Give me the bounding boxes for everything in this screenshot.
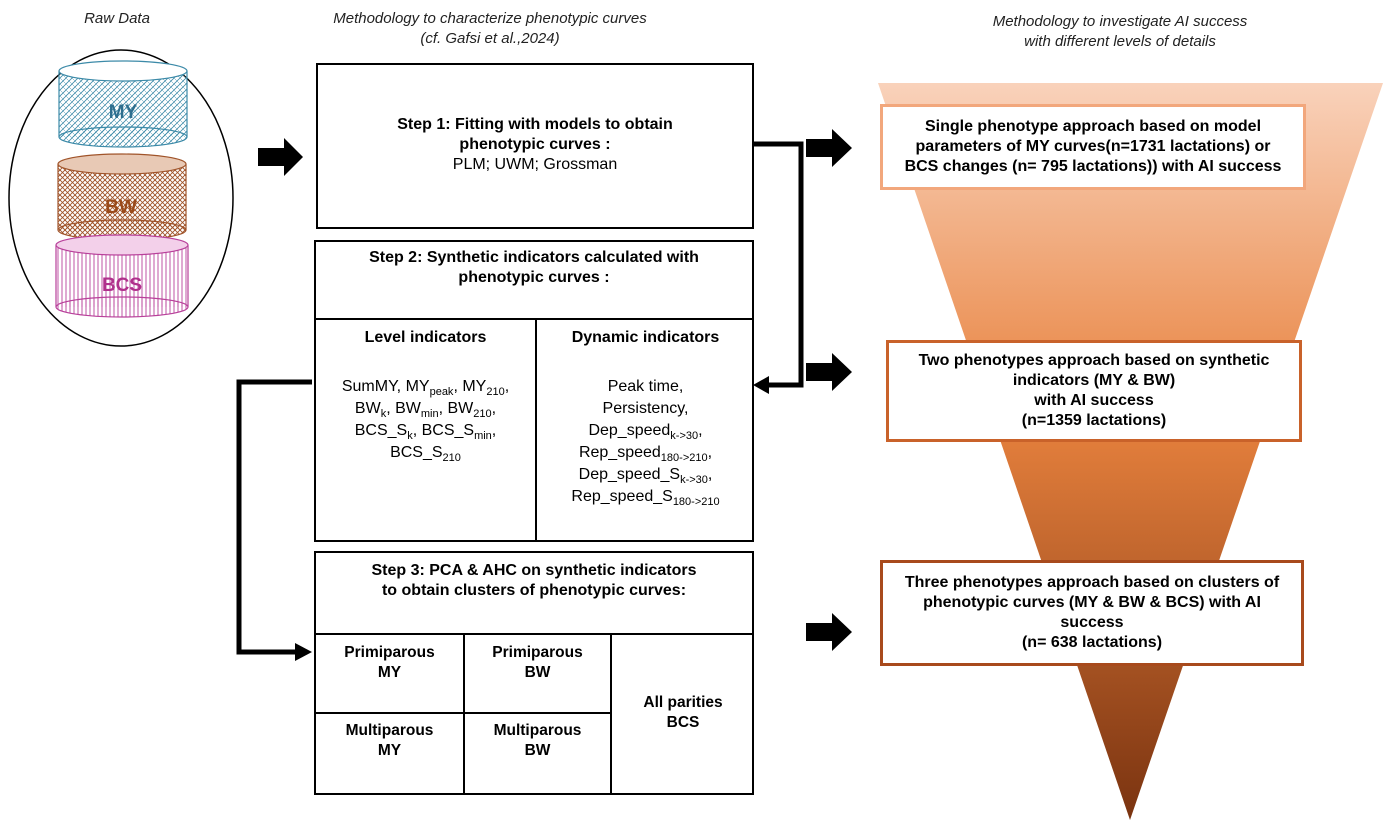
block-arrows	[258, 129, 852, 651]
level-indicators-list: SumMY, MYpeak, MY210, BWk, BWmin, BW210,…	[341, 378, 510, 465]
arrow-to-box1	[806, 129, 852, 167]
step2-title-line2: phenotypic curves :	[458, 269, 610, 286]
step1-title-line2: phenotypic curves :	[459, 136, 611, 153]
step1-title-line1: Step 1: Fitting with models to obtain	[397, 116, 673, 133]
methodology-curves-header: Methodology to characterize phenotypic c…	[333, 10, 647, 47]
level-indicators-title: Level indicators	[364, 329, 487, 346]
connector-step1-step2	[753, 141, 804, 394]
cylinder-label-bcs: BCS	[101, 275, 143, 296]
step3-box: Step 3: PCA & AHC on synthetic indicator…	[314, 551, 754, 795]
cylinder-bcs	[55, 234, 189, 318]
step3-title-line1: Step 3: PCA & AHC on synthetic indicator…	[371, 562, 697, 579]
step1-box: Step 1: Fitting with models to obtain ph…	[316, 63, 754, 229]
methodology-ai-header: Methodology to investigate AI success wi…	[992, 13, 1248, 50]
dynamic-indicators-title: Dynamic indicators	[571, 329, 720, 346]
cylinder-label-bw: BW	[105, 197, 137, 218]
step2-title-line1: Step 2: Synthetic indicators calculated …	[369, 249, 699, 266]
cylinder-my	[58, 60, 188, 148]
step2-box: Step 2: Synthetic indicators calculated …	[314, 240, 754, 542]
dynamic-indicators-list: Peak time, Persistency, Dep_speedk->30, …	[571, 378, 720, 509]
arrow-to-box2	[806, 353, 852, 391]
approach-three-phenotypes-box: Three phenotypes approach based on clust…	[880, 560, 1304, 666]
step3-title-line2: to obtain clusters of phenotypic curves:	[381, 582, 687, 599]
approach-single-phenotype-box: Single phenotype approach based on model…	[880, 104, 1306, 190]
raw-data-header: Raw Data	[84, 10, 150, 27]
arrow-raw-to-step1	[258, 138, 303, 176]
arrow-to-box3	[806, 613, 852, 651]
approach-two-phenotypes-box: Two phenotypes approach based on synthet…	[886, 340, 1302, 442]
connector-step2-step3	[236, 379, 312, 661]
cylinder-label-my: MY	[108, 102, 138, 123]
funnel-shape	[878, 83, 1383, 820]
step1-models: PLM; UWM; Grossman	[452, 156, 618, 173]
